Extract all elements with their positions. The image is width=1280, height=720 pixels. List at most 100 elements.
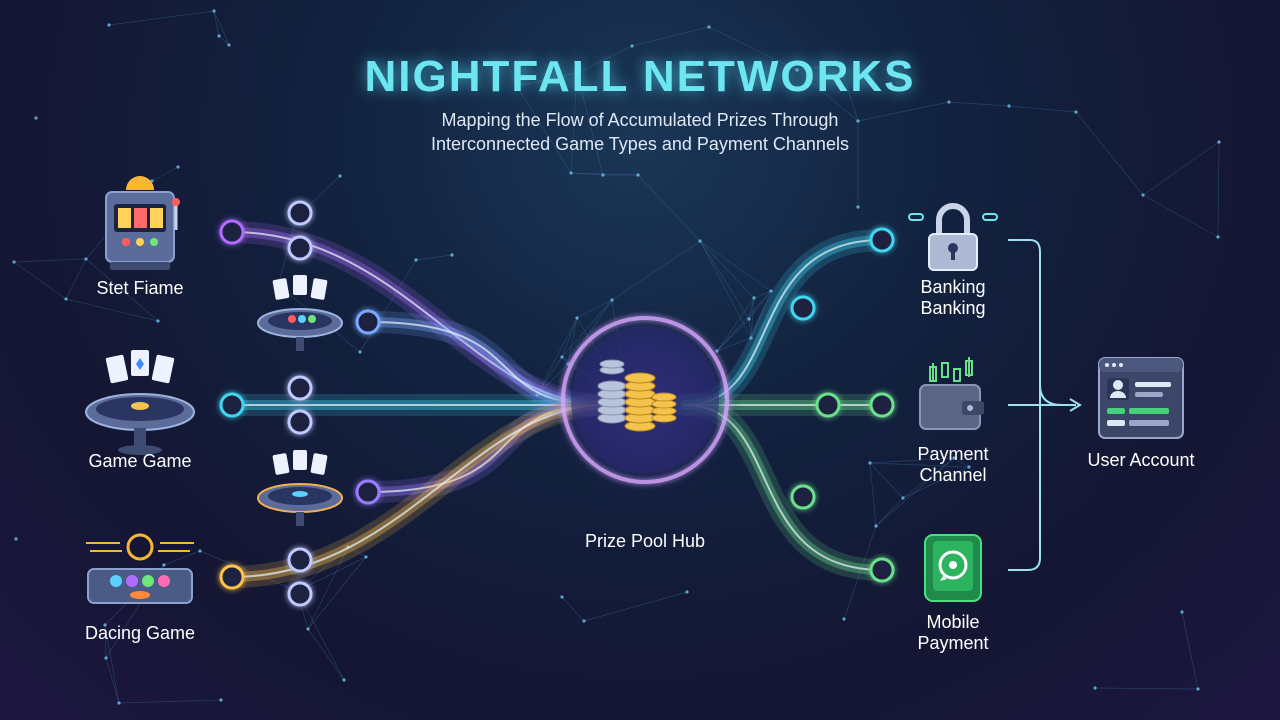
constellation-line — [65, 258, 87, 300]
subtitle-line-1: Mapping the Flow of Accumulated Prizes T… — [441, 110, 839, 130]
flow-node — [219, 564, 245, 590]
constellation-star — [1216, 235, 1220, 239]
constellation-star — [14, 537, 18, 541]
user-account-icon — [1098, 357, 1184, 439]
constellation-star — [874, 524, 878, 528]
constellation-line — [307, 546, 349, 630]
whatsapp-phone-icon — [924, 534, 982, 602]
constellation-line — [699, 240, 755, 299]
constellation-star — [630, 44, 634, 48]
constellation-star — [12, 260, 16, 264]
constellation-line — [583, 591, 688, 622]
constellation-line — [85, 258, 159, 322]
constellation-line — [1217, 141, 1220, 238]
constellation-line — [570, 172, 639, 176]
constellation-line — [1075, 111, 1144, 196]
constellation-line — [699, 240, 750, 320]
constellation-star — [1217, 140, 1221, 144]
flow-node — [869, 227, 895, 253]
constellation-star — [1180, 610, 1184, 614]
flow-node — [219, 219, 245, 245]
constellation-star — [795, 68, 799, 72]
constellation-star — [747, 317, 751, 321]
constellation-line — [415, 254, 453, 261]
constellation-star — [856, 205, 860, 209]
constellation-star — [947, 100, 951, 104]
constellation-line — [748, 297, 755, 320]
constellation-star — [515, 84, 519, 88]
constellation-star — [838, 62, 842, 66]
constellation-line — [570, 172, 604, 176]
constellation-line — [869, 457, 955, 464]
dest-label-payment-1: Payment — [917, 444, 989, 464]
constellation-star — [64, 297, 68, 301]
flow-node — [869, 392, 895, 418]
constellation-line — [104, 624, 107, 659]
constellation-star — [856, 119, 860, 123]
constellation-line — [716, 297, 755, 352]
wallet-icon — [919, 357, 984, 430]
constellation-line — [108, 10, 215, 26]
constellation-star — [1141, 193, 1145, 197]
constellation-star — [698, 239, 702, 243]
coin-stack-icon — [597, 359, 677, 432]
poker-table-icon — [257, 275, 343, 351]
constellation-line — [875, 457, 955, 527]
flow-node — [287, 375, 313, 401]
constellation-line — [753, 290, 772, 299]
flow-node — [790, 484, 816, 510]
constellation-star — [752, 296, 756, 300]
constellation-star — [358, 350, 362, 354]
constellation-star — [749, 336, 753, 340]
constellation-line — [1094, 687, 1199, 690]
constellation-line — [516, 72, 578, 87]
constellation-star — [217, 34, 221, 38]
constellation-line — [561, 596, 585, 622]
dest-label-banking-1: Banking — [920, 277, 986, 297]
constellation-star — [967, 465, 971, 469]
constellation-line — [796, 63, 841, 71]
constellation-line — [750, 290, 772, 339]
slot-machine-icon — [105, 176, 180, 270]
dest-label-mobile-2: Payment — [917, 633, 989, 653]
poker-table-icon — [257, 450, 343, 526]
constellation-star — [1074, 110, 1078, 114]
constellation-line — [748, 318, 752, 339]
constellation-star — [84, 257, 88, 261]
constellation-line — [163, 550, 201, 566]
constellation-star — [212, 9, 216, 13]
constellation-line — [902, 457, 955, 499]
dest-label-banking-2: Banking — [920, 298, 986, 318]
constellation-line — [105, 657, 120, 704]
constellation-star — [306, 627, 310, 631]
flow-node — [287, 235, 313, 261]
flow-node — [790, 295, 816, 321]
constellation-star — [338, 174, 342, 178]
constellation-line — [869, 462, 970, 468]
flow-node — [815, 392, 841, 418]
constellation-star — [560, 595, 564, 599]
constellation-star — [952, 456, 956, 460]
constellation-line — [1142, 194, 1219, 238]
constellation-line — [213, 10, 230, 46]
source-label-racing: Dacing Game — [84, 623, 196, 643]
constellation-line — [65, 298, 159, 322]
constellation-star — [569, 171, 573, 175]
constellation-line — [948, 101, 1010, 107]
constellation-line — [104, 624, 120, 704]
constellation-line — [839, 63, 859, 122]
constellation-line — [708, 26, 798, 71]
constellation-line — [213, 10, 220, 37]
constellation-line — [1008, 105, 1077, 113]
constellation-line — [637, 174, 701, 242]
hub-label: Prize Pool Hub — [584, 531, 706, 551]
constellation-star — [575, 71, 579, 75]
constellation-line — [953, 457, 970, 468]
constellation-line — [750, 297, 755, 339]
constellation-star — [685, 590, 689, 594]
constellation-line — [796, 69, 859, 122]
padlock-icon — [908, 203, 998, 271]
dest-label-payment-2: Channel — [919, 465, 987, 485]
constellation-star — [219, 698, 223, 702]
